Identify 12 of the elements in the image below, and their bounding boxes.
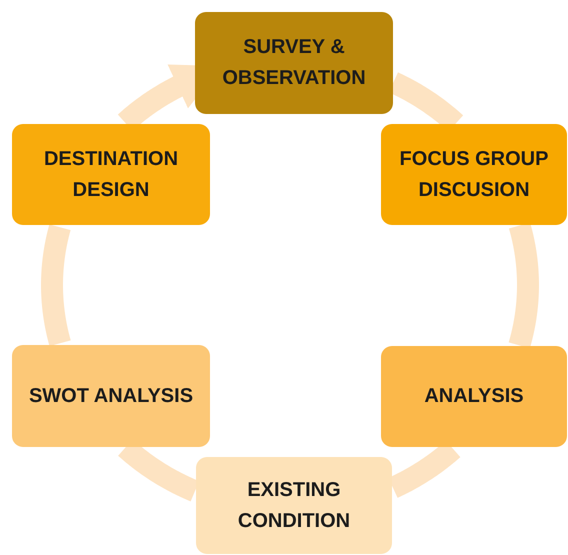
process-box (12, 345, 210, 447)
step-label: EXISTING CONDITION (236, 478, 352, 534)
process-box (196, 457, 392, 554)
step-label: ANALYSIS (424, 384, 524, 409)
process-box (12, 124, 210, 225)
step-label: DESTINATION DESIGN (42, 146, 180, 202)
step-label: FOCUS GROUP DISCUSION (398, 146, 550, 202)
process-box (381, 124, 567, 225)
step-label: SURVEY & OBSERVATION (221, 35, 367, 91)
process-box (195, 12, 393, 114)
process-box (381, 346, 567, 447)
step-label: SWOT ANALYSIS (28, 384, 194, 408)
